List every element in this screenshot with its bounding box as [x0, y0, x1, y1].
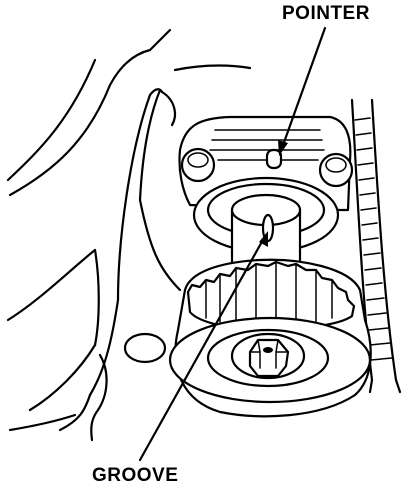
mounting-boss-right [318, 152, 354, 188]
groove-leader-arrow [138, 231, 268, 462]
pointer-leader-arrow [278, 26, 327, 156]
pointer-tab [265, 148, 283, 170]
groove-label: GROOVE [92, 465, 179, 486]
pointer-label: POINTER [282, 3, 370, 24]
camshaft-pulley [168, 258, 372, 418]
mounting-boss-left [180, 147, 216, 183]
pulley-bolt [248, 338, 290, 378]
engine-casing-left [6, 28, 252, 442]
casing-boss [123, 332, 167, 364]
